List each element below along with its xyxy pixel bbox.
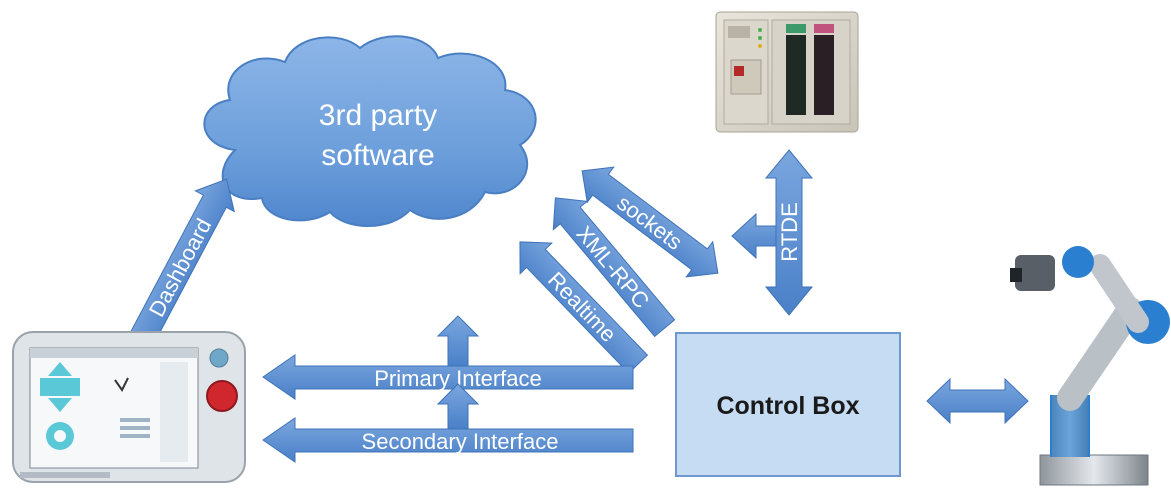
control-box: Control Box	[675, 332, 901, 477]
rtde-label: RTDE	[777, 202, 802, 262]
primary-interface-arrow: Primary Interface	[262, 354, 634, 400]
dashboard-arrow: Dashboard	[129, 178, 236, 345]
secondary-up-arrow	[436, 383, 480, 430]
cloud-label-line2: software	[321, 139, 434, 172]
rtde-arrow: RTDE	[764, 149, 814, 316]
control-box-label: Control Box	[716, 392, 859, 420]
dashboard-label: Dashboard	[144, 214, 217, 321]
secondary-interface-label: Secondary Interface	[362, 429, 559, 454]
teach-pendant-icon	[12, 331, 246, 483]
primary-up-arrow	[436, 315, 480, 367]
secondary-interface-arrow: Secondary Interface	[262, 417, 634, 463]
cloud-label-line1: 3rd party	[319, 99, 437, 132]
plc-controller-icon	[715, 11, 859, 133]
sockets-label: sockets	[612, 190, 687, 255]
robot-arm-icon	[1010, 246, 1170, 486]
rtde-branch-arrow	[731, 212, 777, 260]
third-party-cloud: 3rd party software	[203, 35, 537, 227]
robot-link-arrow	[926, 377, 1029, 425]
